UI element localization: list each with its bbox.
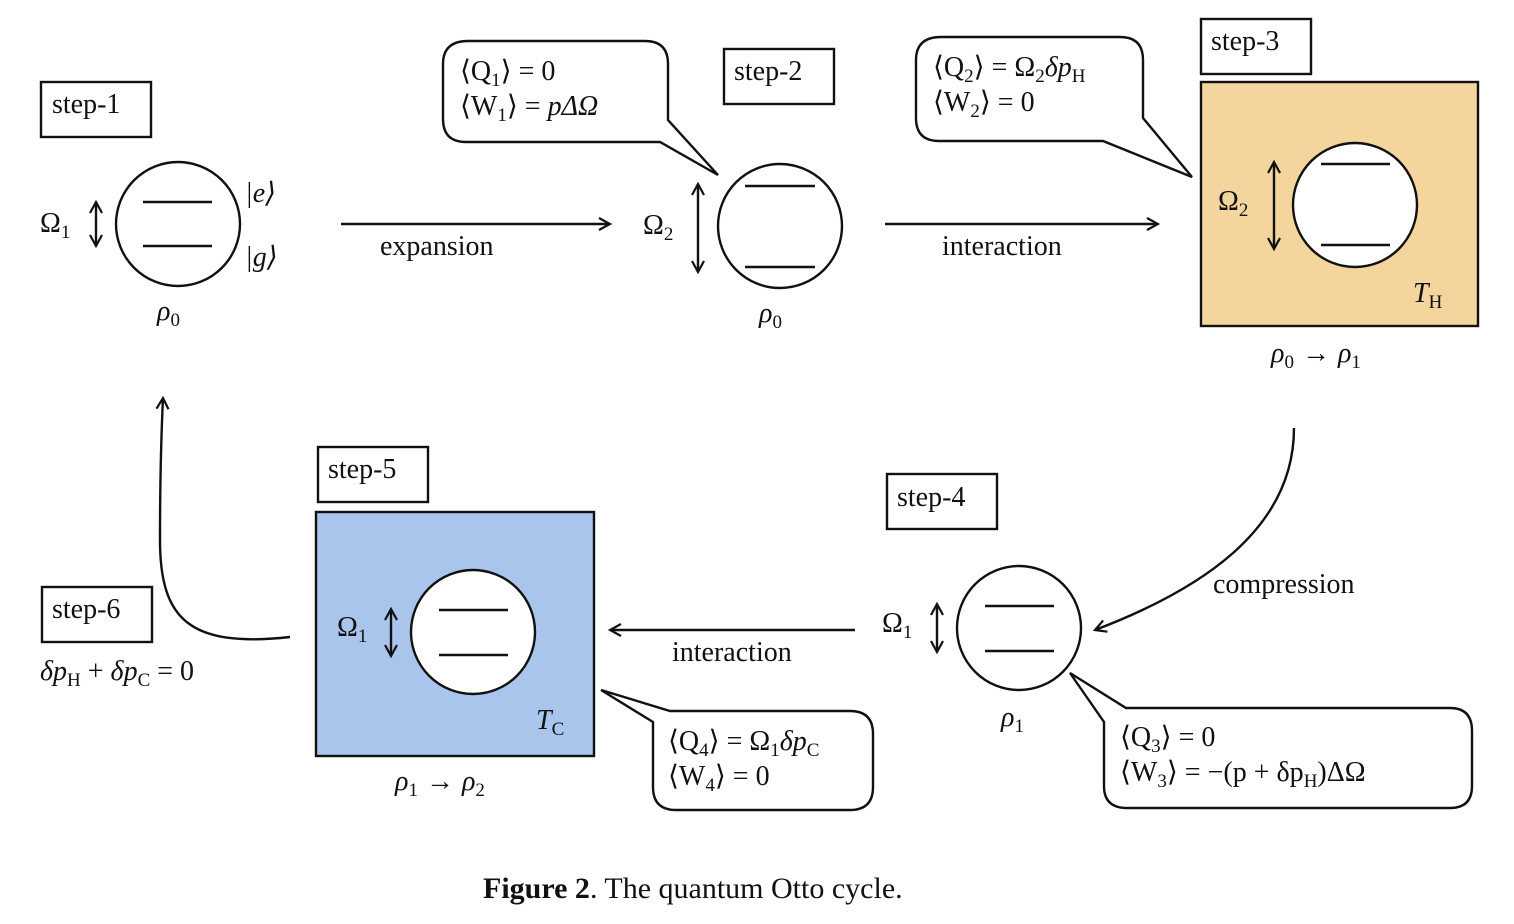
step-1-group: step-1 Ω1 |e⟩ |g⟩ ρ0 (39, 80, 278, 331)
step-1-label: step-1 (52, 89, 120, 120)
omega-2-label: Ω2 (643, 210, 673, 245)
state-transition-label: ρ1→ρ2 (394, 766, 485, 801)
hot-temperature-label: TH (1413, 278, 1443, 313)
two-level-atom-circle (955, 564, 1083, 692)
callout-2-work: ⟨W2⟩ = 0 (933, 87, 1035, 122)
interaction-top-transition: interaction (885, 224, 1158, 262)
interaction-bottom-transition: interaction (610, 630, 855, 668)
step-2-group: step-2 Ω2 ρ0 (643, 47, 844, 333)
speech-bubble-1 (441, 39, 719, 177)
callout-step-3: ⟨Q2⟩ = Ω2δpH ⟨W2⟩ = 0 (914, 35, 1193, 179)
two-level-atom-circle (1291, 141, 1419, 269)
interaction-bottom-label: interaction (672, 637, 792, 668)
interaction-top-label: interaction (942, 231, 1062, 262)
step-3-label-box (1199, 17, 1313, 76)
expansion-label: expansion (380, 231, 494, 262)
step-6-label: step-6 (52, 594, 120, 625)
step-2-label: step-2 (734, 56, 802, 87)
step-3-group: step-3 Ω2 TH ρ0→ρ1 (1199, 17, 1480, 373)
callout-1-heat: ⟨Q1⟩ = 0 (460, 56, 555, 91)
figure-caption: Figure 2. The quantum Otto cycle. (483, 872, 903, 905)
step-4-label-box (885, 472, 999, 531)
speech-bubble-4 (600, 688, 875, 812)
population-conservation-equation: δpH + δpC = 0 (40, 656, 194, 691)
callout-4-heat: ⟨Q4⟩ = Ω1δpC (668, 726, 819, 761)
callout-3-work: ⟨W3⟩ = −(p + δpH)ΔΩ (1120, 757, 1366, 792)
step-6-label-box (40, 585, 154, 644)
callout-4-work: ⟨W4⟩ = 0 (668, 761, 770, 796)
callout-step-5: ⟨Q4⟩ = Ω1δpC ⟨W4⟩ = 0 (600, 688, 875, 812)
callout-3-heat: ⟨Q3⟩ = 0 (1120, 722, 1215, 757)
omega-1-label: Ω1 (40, 208, 70, 243)
step-5-group: step-5 Ω1 TC ρ1→ρ2 (314, 445, 596, 801)
step-5-label: step-5 (328, 454, 396, 485)
step-4-group: step-4 Ω1 ρ1 (882, 472, 1083, 737)
step-6-group: step-6 δpH + δpC = 0 (40, 585, 194, 691)
two-level-atom-circle (409, 568, 537, 696)
speech-bubble-2 (914, 35, 1193, 179)
callout-1-work: ⟨W1⟩ = pΔΩ (460, 91, 598, 126)
omega-1-label: Ω1 (337, 612, 367, 647)
step-5-label-box (316, 445, 430, 504)
compression-arrow-icon (1095, 427, 1296, 630)
state-rho0-label: ρ0 (156, 296, 180, 331)
cold-temperature-label: TC (536, 705, 564, 740)
state-transition-label: ρ0→ρ1 (1270, 338, 1361, 373)
compression-transition: compression (1095, 427, 1355, 630)
callout-step-4: ⟨Q3⟩ = 0 ⟨W3⟩ = −(p + δpH)ΔΩ (1069, 671, 1474, 810)
two-level-atom-circle (114, 160, 242, 288)
callout-step-2: ⟨Q1⟩ = 0 ⟨W1⟩ = pΔΩ (441, 39, 719, 177)
omega-1-label: Ω1 (882, 608, 912, 643)
step-3-label: step-3 (1211, 26, 1279, 57)
ket-g-label: |g⟩ (245, 242, 278, 273)
state-rho0-label: ρ0 (758, 298, 782, 333)
step-2-label-box (722, 47, 836, 106)
ket-e-label: |e⟩ (245, 178, 276, 209)
return-arrow-icon (160, 398, 291, 641)
compression-label: compression (1213, 569, 1355, 600)
expansion-transition: expansion (341, 224, 610, 262)
two-level-atom-circle (716, 162, 844, 290)
state-rho1-label: ρ1 (1000, 702, 1024, 737)
callout-2-heat: ⟨Q2⟩ = Ω2δpH (933, 52, 1086, 87)
step-1-label-box (39, 80, 153, 139)
speech-bubble-3 (1069, 671, 1474, 810)
step-4-label: step-4 (897, 482, 965, 513)
omega-2-label: Ω2 (1218, 186, 1248, 221)
